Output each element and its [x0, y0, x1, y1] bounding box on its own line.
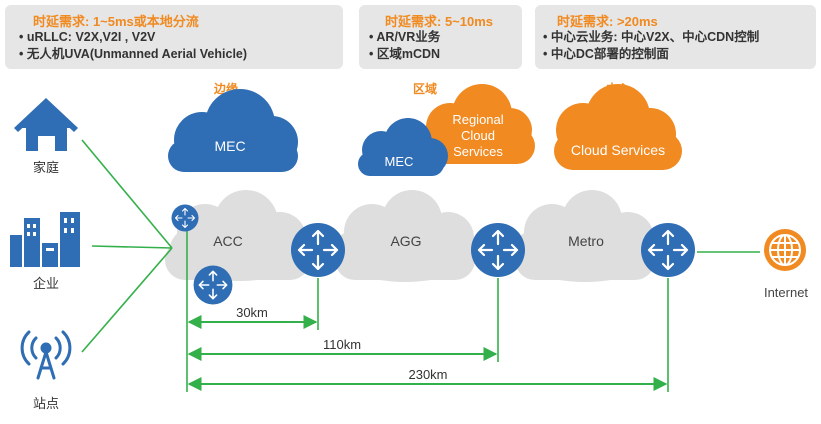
regional-cloud-label-line1: Regional	[452, 112, 503, 127]
enterprise-icon	[10, 212, 80, 267]
regional-cloud	[425, 84, 535, 164]
router-icon-acc-agg	[289, 221, 347, 279]
distance-label-230km: 230km	[408, 367, 447, 382]
edge-requirement-title: 时延需求: 1~5ms或本地分流	[33, 14, 199, 29]
mec-edge-label: MEC	[214, 138, 245, 154]
cloud-services-cloud	[554, 84, 682, 170]
distance-label-30km: 30km	[236, 305, 268, 320]
edge-requirement-item: • 无人机UVA(Unmanned Aerial Vehicle)	[19, 47, 248, 61]
region-requirement-title: 时延需求: 5~10ms	[385, 14, 494, 29]
metro-label: Metro	[568, 233, 604, 249]
mec-region-cloud	[358, 118, 448, 176]
distance-label-110km: 110km	[323, 337, 361, 352]
drop-lines	[186, 230, 669, 392]
router-icon-acc-small	[170, 203, 200, 233]
edge-requirement-item: • uRLLC: V2X,V2I , V2V	[19, 30, 156, 44]
region-requirements-box: 时延需求: 5~10ms • AR/VR业务 • 区域mCDN	[359, 5, 522, 69]
cloud-services-label: Cloud Services	[571, 142, 665, 158]
region-requirement-item: • 区域mCDN	[369, 47, 441, 61]
router-icon-metro-core	[639, 221, 697, 279]
tier-label-region: 区域	[413, 82, 438, 96]
site-links	[81, 139, 760, 353]
station-label: 站点	[33, 396, 59, 411]
router-icon-agg-metro	[469, 221, 527, 279]
edge-requirements-box: 时延需求: 1~5ms或本地分流 • uRLLC: V2X,V2I , V2V …	[5, 5, 343, 69]
agg-label: AGG	[390, 233, 421, 249]
region-requirement-item: • AR/VR业务	[369, 30, 441, 44]
center-requirement-item: • 中心DC部署的控制面	[543, 47, 669, 61]
internet-globe-icon	[764, 229, 806, 271]
center-requirements-box: 时延需求: >20ms • 中心云业务: 中心V2X、中心CDN控制 • 中心D…	[535, 5, 816, 69]
home-label: 家庭	[33, 160, 59, 175]
regional-cloud-label-line2: Cloud	[461, 128, 495, 143]
router-icon-acc-lower	[192, 264, 234, 306]
enterprise-label: 企业	[33, 276, 59, 291]
metro-cloud	[513, 190, 657, 282]
agg-cloud	[333, 190, 477, 282]
internet-label: Internet	[764, 285, 808, 300]
mec-region-label: MEC	[385, 154, 414, 169]
mec-edge-cloud	[168, 89, 298, 172]
home-icon	[14, 98, 78, 151]
center-requirement-item: • 中心云业务: 中心V2X、中心CDN控制	[543, 30, 760, 44]
station-antenna-icon	[20, 330, 72, 380]
center-requirement-title: 时延需求: >20ms	[557, 14, 658, 29]
regional-cloud-label-line3: Services	[453, 144, 503, 159]
acc-label: ACC	[213, 233, 243, 249]
